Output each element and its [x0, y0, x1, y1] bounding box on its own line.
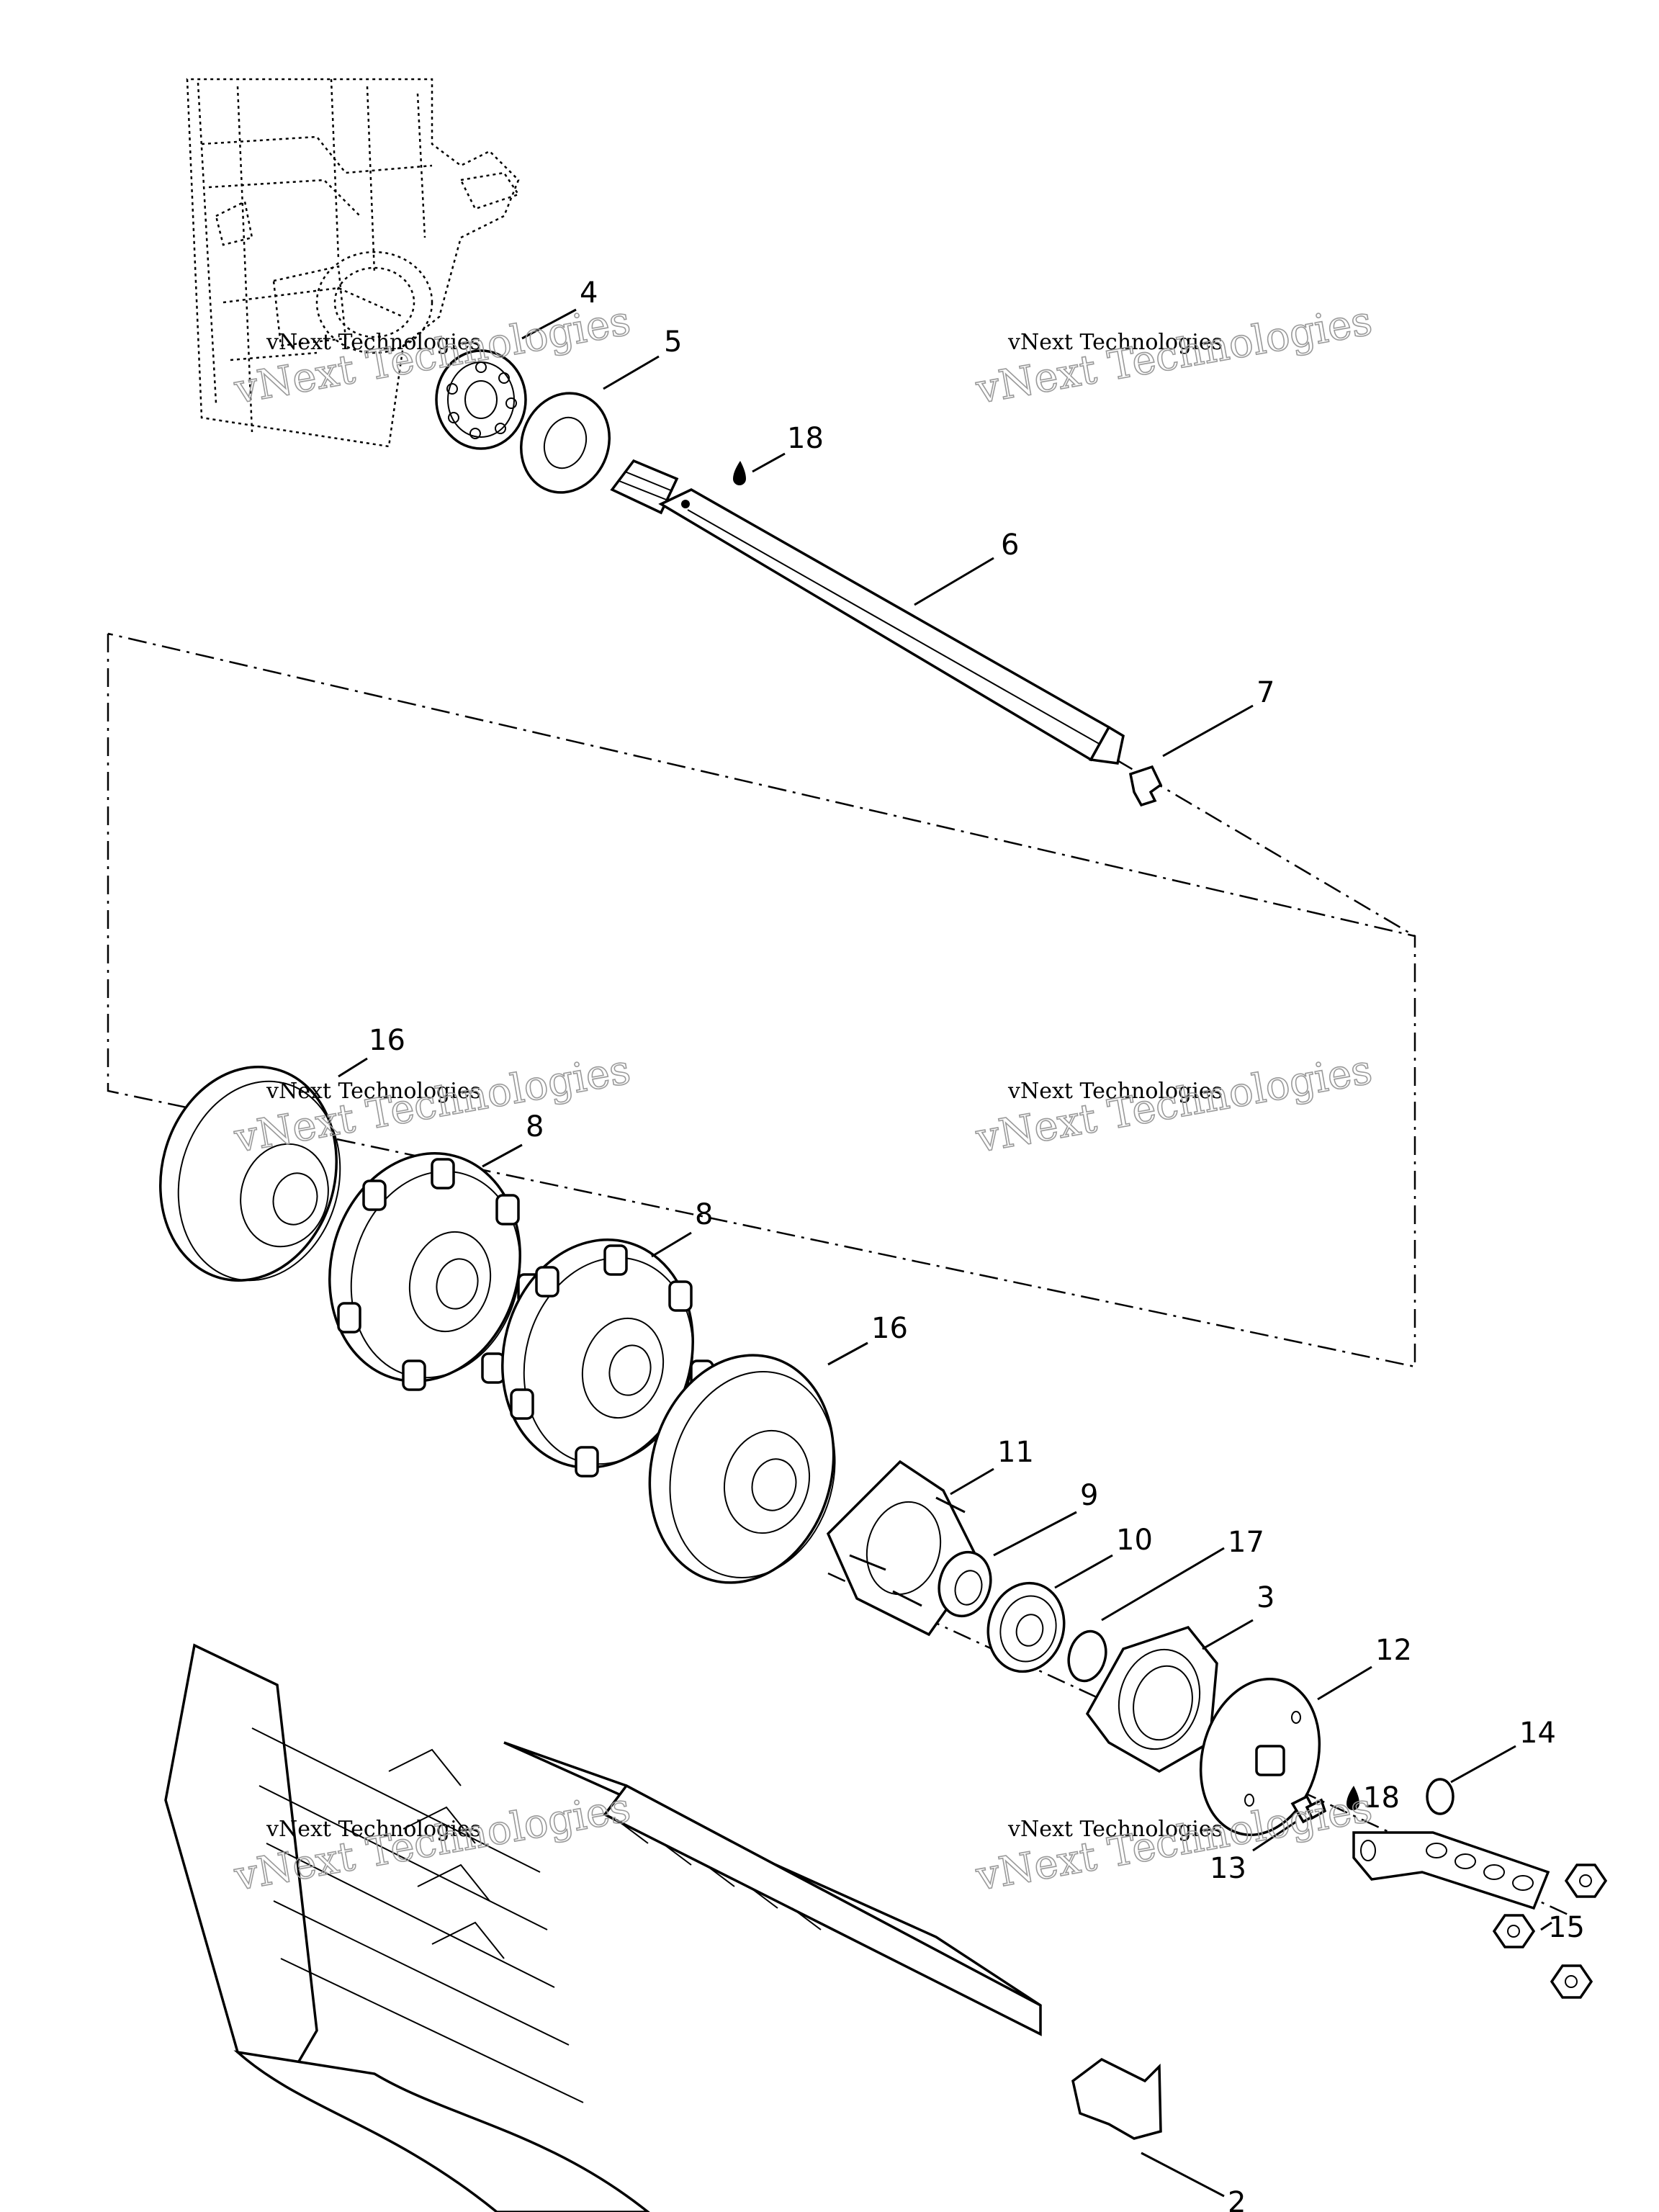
callout-6: 6 — [1001, 529, 1019, 562]
svg-text:vNext Technologies: vNext Technologies — [266, 330, 481, 355]
svg-text:vNext Technologies: vNext Technologies — [266, 1817, 481, 1842]
part-16-idler-wheel-right — [648, 1354, 836, 1584]
callout-5: 5 — [664, 325, 682, 359]
part-12-drive-plate — [1199, 1677, 1321, 1837]
part-7-clip — [1128, 765, 1163, 807]
callout-8-second: 8 — [695, 1198, 713, 1231]
gearbox-housing — [186, 78, 520, 448]
svg-text:vNext Technologies: vNext Technologies — [1007, 1817, 1223, 1842]
callout-14: 14 — [1519, 1717, 1556, 1750]
part-16-idler-wheel-left — [159, 1066, 341, 1282]
leader-8b — [651, 1231, 692, 1258]
leader-18a — [752, 452, 786, 473]
leader-11 — [950, 1467, 994, 1496]
callout-16-left: 16 — [369, 1024, 405, 1057]
svg-text:vNext Technologies: vNext Technologies — [266, 1079, 481, 1104]
callout-15: 15 — [1548, 1911, 1585, 1944]
svg-text:vNext Technologies: vNext Technologies — [1007, 1079, 1223, 1104]
callout-7: 7 — [1256, 676, 1274, 709]
svg-text:vNext Technologies: vNext Technologies — [1007, 330, 1223, 355]
callout-11: 11 — [997, 1436, 1034, 1469]
grease-icon-lower — [1346, 1786, 1359, 1810]
leader-16a — [338, 1057, 368, 1078]
part-10-bearing — [986, 1581, 1066, 1673]
part-6-drive-axle — [610, 459, 1125, 765]
leader-14 — [1450, 1745, 1516, 1784]
callout-18-lower: 18 — [1363, 1781, 1400, 1815]
watermark-6: vNext Technologies vNext Technologies — [971, 1784, 1376, 1900]
callout-4: 4 — [580, 276, 598, 310]
leader-4 — [521, 308, 577, 340]
part-2-clip — [1071, 2057, 1162, 2140]
leader-17 — [1101, 1547, 1225, 1622]
part-15-nuts — [1492, 1863, 1608, 1999]
leader-6 — [914, 557, 994, 606]
callout-18-upper: 18 — [787, 422, 824, 455]
part-9-locking-collar — [938, 1550, 992, 1618]
callout-13: 13 — [1210, 1852, 1246, 1885]
callout-16-right: 16 — [871, 1312, 908, 1345]
part-13-grease-fitting — [1290, 1794, 1327, 1824]
part-4-bearing — [435, 349, 527, 450]
callout-17: 17 — [1228, 1526, 1264, 1559]
callout-12: 12 — [1375, 1634, 1412, 1667]
callout-3: 3 — [1256, 1581, 1274, 1614]
part-3-bearing-housing — [1085, 1625, 1218, 1773]
leader-5 — [603, 355, 660, 390]
leader-12 — [1317, 1665, 1372, 1701]
part-5-washer — [519, 392, 611, 494]
grease-icon-upper — [733, 461, 746, 485]
svg-text:vNext Technologies: vNext Technologies — [972, 1046, 1375, 1162]
watermark-2: vNext Technologies vNext Technologies — [971, 297, 1376, 413]
svg-text:vNext Technologies: vNext Technologies — [972, 297, 1375, 413]
leader-10 — [1054, 1554, 1113, 1589]
part-8-sprocket-1 — [328, 1152, 541, 1391]
leader-7 — [1162, 704, 1254, 757]
callout-9: 9 — [1080, 1479, 1098, 1512]
leader-15 — [1540, 1921, 1552, 1931]
callout-2: 2 — [1228, 2186, 1246, 2212]
assembly-boundary — [107, 632, 1416, 1368]
svg-text:vNext Technologies: vNext Technologies — [972, 1784, 1375, 1900]
part-track — [164, 1643, 1042, 2212]
leader-2 — [1141, 2152, 1225, 2198]
leader-13 — [1252, 1820, 1297, 1852]
leader-8a — [482, 1143, 523, 1168]
part-17-snap-ring — [1067, 1629, 1107, 1683]
axis-line-upper — [1115, 758, 1416, 938]
leader-3 — [1202, 1619, 1254, 1650]
leader-16b — [827, 1341, 868, 1366]
leader-9 — [993, 1511, 1077, 1557]
callout-10: 10 — [1116, 1524, 1153, 1557]
watermark-4: vNext Technologies vNext Technologies — [971, 1046, 1376, 1162]
callout-8-first: 8 — [526, 1110, 544, 1143]
part-14-bracket — [1352, 1778, 1550, 1910]
